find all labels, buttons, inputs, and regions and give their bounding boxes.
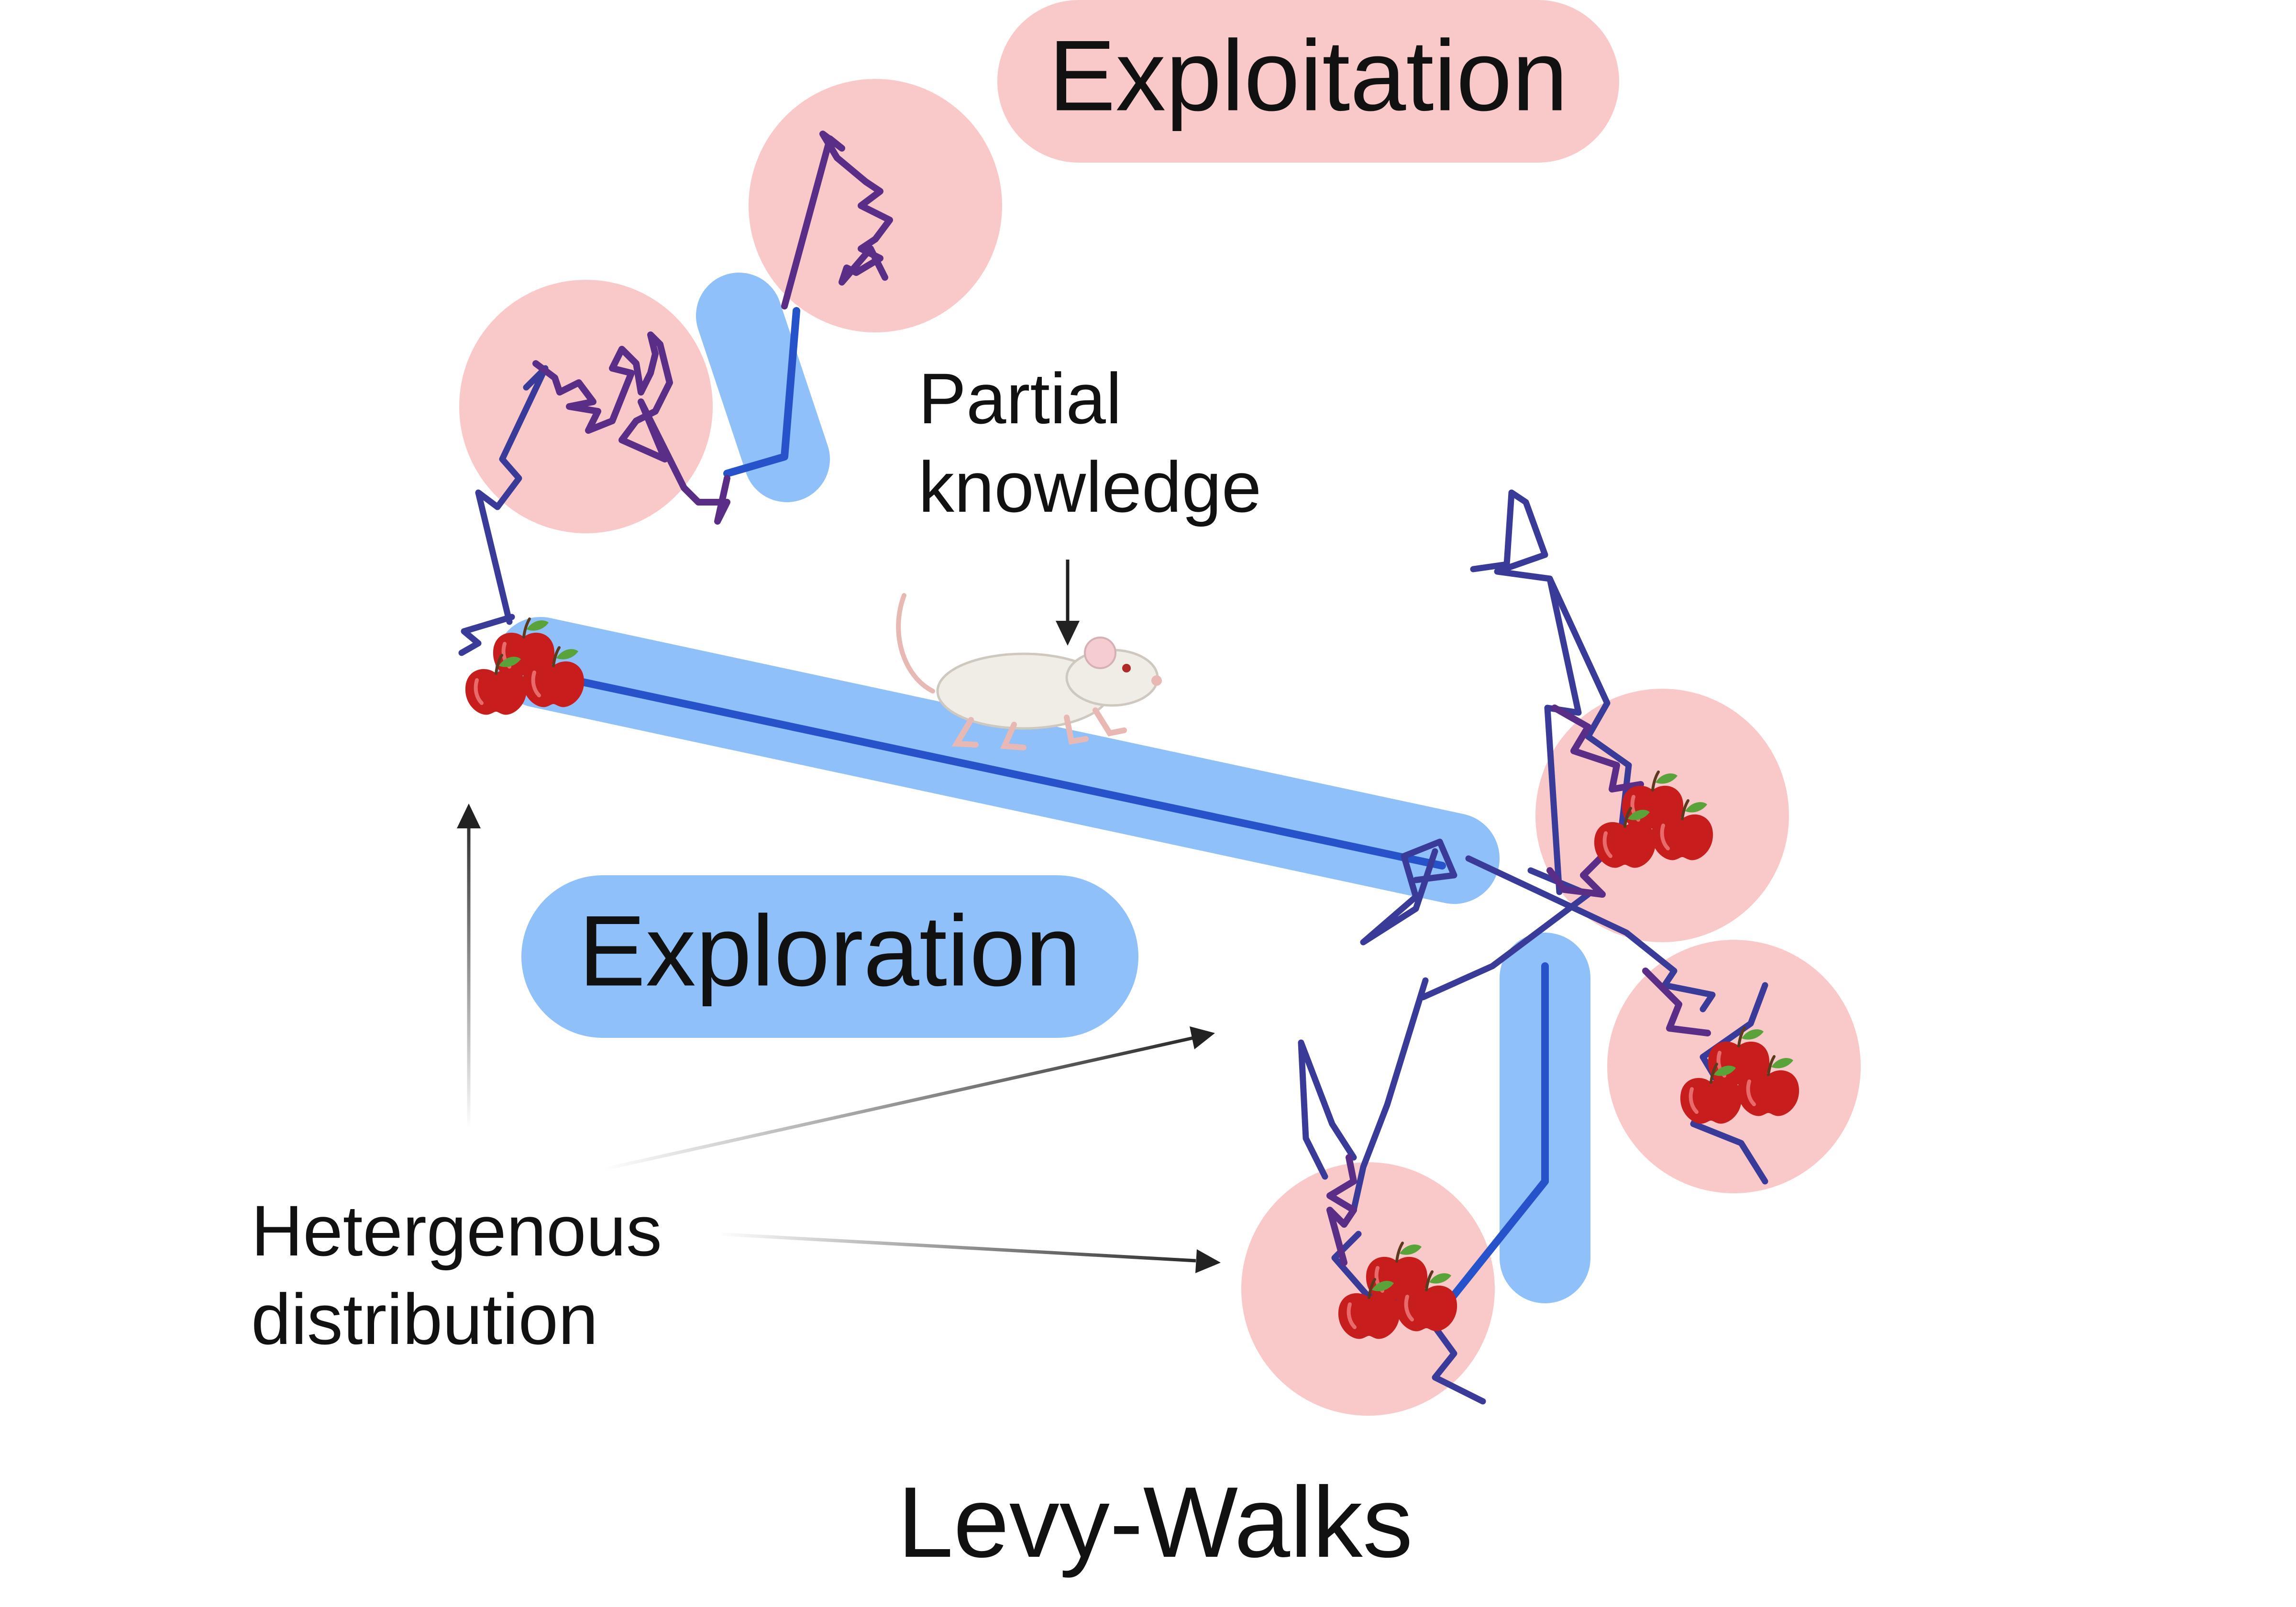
walk-path-2 (458, 614, 515, 656)
arrows (457, 560, 1221, 1273)
arrow-icon (1056, 560, 1080, 646)
exploitation-zones (459, 79, 1861, 1416)
partial-knowledge-label-line1: Partial (918, 358, 1122, 439)
flight-path-vertical (1446, 962, 1549, 1305)
exploitation-label: Exploitation (1049, 19, 1568, 132)
heterogenous-distribution-label-line1: Hetergenous (251, 1190, 662, 1271)
walk-path-10 (1298, 1039, 1357, 1180)
walk-path-6 (1350, 977, 1429, 1213)
mouse-icon (896, 593, 1162, 750)
long-flight-paths (565, 307, 1549, 1305)
exploration-label: Exploration (579, 894, 1082, 1007)
walk-path-4 (1360, 838, 1457, 946)
exploration-band-long (495, 617, 1500, 904)
arrow-icon (602, 1026, 1215, 1171)
heterogenous-distribution-label-line2: distribution (251, 1279, 598, 1359)
local-search-4 (1642, 968, 1711, 1036)
walk-path-3 (1465, 855, 1716, 1013)
partial-knowledge-label-line2: knowledge (918, 447, 1261, 527)
diagram-title: Levy-Walks (897, 1466, 1413, 1578)
exploitation-label-group: Exploitation (997, 0, 1619, 163)
exploration-label-group: Exploration (521, 875, 1138, 1038)
flight-path-top (723, 307, 800, 477)
exploitation-zone-1 (749, 79, 1002, 332)
local-search-5 (1326, 1154, 1357, 1266)
exploitation-zone-5 (1241, 1162, 1495, 1416)
flight-path-long (565, 675, 1446, 870)
exploration-pill (521, 875, 1138, 1038)
arrow-icon (457, 804, 481, 1129)
exploitation-pill (997, 0, 1619, 163)
local-search-1 (781, 131, 893, 309)
arrow-icon (717, 1232, 1221, 1273)
local-search-2 (532, 331, 730, 525)
exploration-band-top (696, 273, 830, 502)
